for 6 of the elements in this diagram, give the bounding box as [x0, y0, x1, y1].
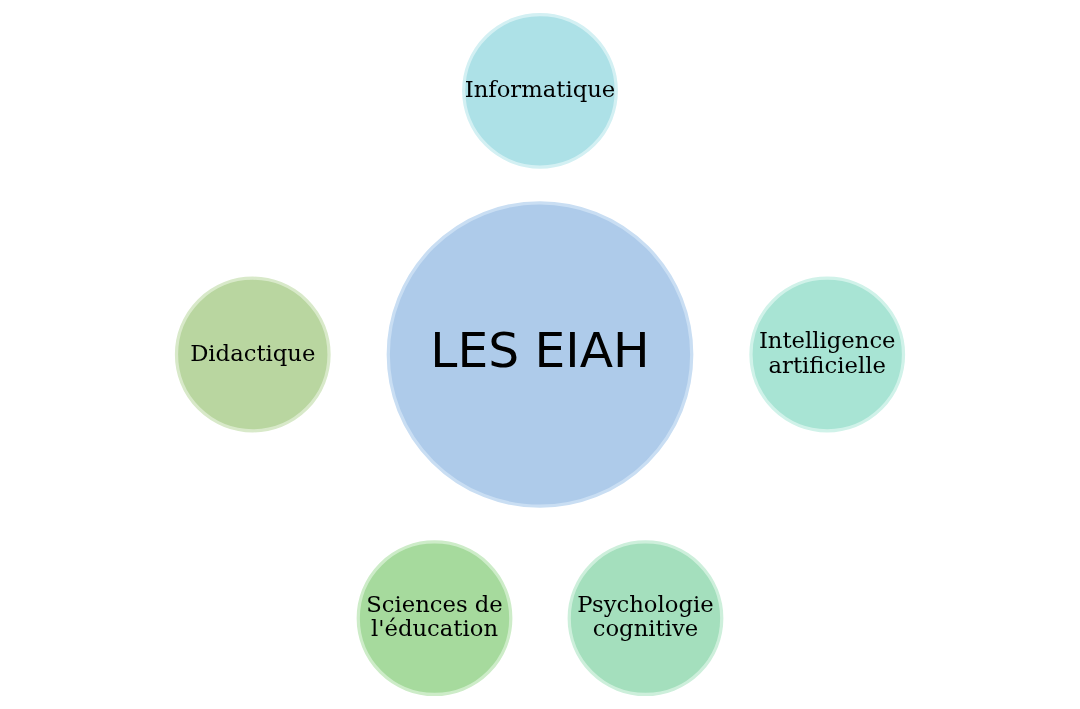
node-circle: Psychologie cognitive [567, 540, 724, 697]
node-circle: Intelligence artificielle [749, 276, 906, 433]
node-circle: LES EIAH [386, 201, 694, 508]
node-circle: Informatique [462, 12, 618, 169]
node-circle: Didactique [174, 276, 331, 433]
node-circle: Sciences de l'éducation [356, 540, 513, 697]
